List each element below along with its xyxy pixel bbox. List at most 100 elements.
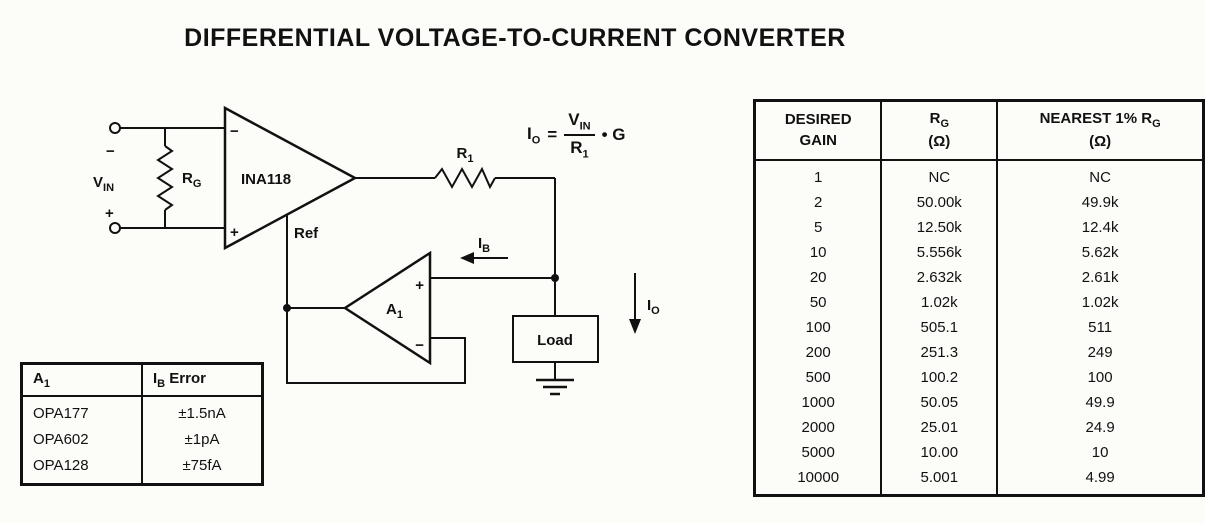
rg-cell: 50.00k <box>881 190 999 216</box>
error-table-header-a1: A1 <box>21 363 143 397</box>
formula-numerator: VIN <box>564 110 595 137</box>
gain-cell: 100 <box>754 315 883 341</box>
error-table-header-row: A1 IB Error <box>21 363 263 397</box>
gain-cell: 5000 <box>754 440 883 466</box>
io-label: IO <box>647 297 660 317</box>
ib-current-arrow <box>460 252 508 264</box>
gain-cell: 1 <box>754 160 883 191</box>
gain-cell: 5 <box>754 215 883 241</box>
rg-cell: 505.1 <box>881 315 999 341</box>
gain-cell: 2 <box>754 190 883 216</box>
gain-table-header-desired-gain: DESIRED GAIN <box>754 100 883 162</box>
amp-name-cell: OPA128 <box>21 453 143 485</box>
node-dot-ref <box>283 304 291 312</box>
formula-gain-term: • G <box>601 125 626 145</box>
nearest-rg-cell: 1.02k <box>1081 294 1119 312</box>
nearest-rg-cell: 2.61k <box>1081 269 1119 287</box>
terminal-minus-label: − <box>106 143 115 160</box>
a1-label: A1 <box>386 301 403 321</box>
gain-cell: 500 <box>754 365 883 391</box>
nearest-rg-cell: 5.62k <box>1081 244 1119 262</box>
a1-opamp <box>342 250 432 366</box>
ina118-amplifier <box>223 105 358 251</box>
error-table-row: OPA128 ±75fA <box>21 453 263 485</box>
ina118-input-plus: + <box>230 224 239 241</box>
input-terminal-top <box>109 122 121 134</box>
gain-cell: 2000 <box>754 415 883 441</box>
a1-input-minus: − <box>415 337 424 354</box>
rg-cell: 251.3 <box>881 340 999 366</box>
formula-equals: = <box>547 125 558 145</box>
io-current-arrow <box>629 273 641 334</box>
rg-cell: 2.632k <box>881 265 999 291</box>
ib-error-cell: ±1.5nA <box>178 405 226 422</box>
rg-cell: 50.05 <box>881 390 999 416</box>
error-table-row: OPA177 ±1.5nA <box>21 396 263 427</box>
terminal-plus-label: + <box>105 205 114 222</box>
rg-cell: 1.02k <box>881 290 999 316</box>
gain-table-header-row: DESIRED GAIN RG (Ω) NEAREST 1% RG (Ω) <box>754 100 1204 162</box>
error-table-row: OPA602 ±1pA <box>21 427 263 453</box>
rg-cell: 5.556k <box>881 240 999 266</box>
rg-resistor <box>156 145 174 211</box>
gain-table-header-rg: RG (Ω) <box>881 100 999 162</box>
nearest-rg-cell: 249 <box>1087 344 1113 362</box>
page-title: DIFFERENTIAL VOLTAGE-TO-CURRENT CONVERTE… <box>184 24 846 52</box>
formula-fraction: VIN R1 <box>564 110 595 161</box>
ref-pin-label: Ref <box>294 225 319 242</box>
rg-cell: 100.2 <box>881 365 999 391</box>
vin-label: VIN <box>93 174 114 194</box>
amp-name-cell: OPA177 <box>21 396 143 427</box>
load-box <box>512 315 599 363</box>
nearest-rg-cell: 10 <box>1091 444 1109 462</box>
ib-error-table: A1 IB Error OPA177 ±1.5nA OPA602 ±1pA OP… <box>20 362 264 486</box>
input-terminal-bottom <box>109 222 121 234</box>
gain-cell: 20 <box>754 265 883 291</box>
rg-cell: 25.01 <box>881 415 999 441</box>
gain-cell: 50 <box>754 290 883 316</box>
nearest-rg-cell: 49.9k <box>1081 194 1119 212</box>
gain-cell: 1000 <box>754 390 883 416</box>
amp-name-cell: OPA602 <box>21 427 143 453</box>
ib-label: IB <box>478 235 490 255</box>
gain-cell: 200 <box>754 340 883 366</box>
nearest-rg-cell: 12.4k <box>1081 219 1119 237</box>
circuit-wires <box>120 127 556 384</box>
nearest-rg-cell: 511 <box>1088 319 1113 337</box>
a1-input-plus: + <box>415 277 424 294</box>
ina118-label: INA118 <box>241 171 291 188</box>
ina118-input-minus: − <box>230 123 239 140</box>
error-table-header-ib-error: IB Error <box>142 363 263 397</box>
nearest-rg-cell: 24.9 <box>1085 419 1115 437</box>
ground-symbol <box>536 378 574 396</box>
circuit-diagram: − VIN + RG − + INA118 Ref R1 A1 + − IB I… <box>93 105 660 396</box>
load-label: Load <box>537 332 573 349</box>
ib-error-cell: ±1pA <box>184 431 220 448</box>
formula-denominator: R1 <box>570 138 589 161</box>
rg-label: RG <box>182 170 201 190</box>
gain-cell: 10000 <box>754 465 883 496</box>
rg-cell: 12.50k <box>881 215 999 241</box>
nearest-rg-cell: 49.9 <box>1085 394 1115 412</box>
rg-cell: 10.00 <box>881 440 999 466</box>
rg-cell: 5.001 <box>881 465 999 496</box>
nearest-rg-cell: NC <box>1089 169 1111 187</box>
r1-resistor <box>434 166 496 190</box>
r1-label: R1 <box>457 145 474 165</box>
ib-error-cell: ±75fA <box>182 457 222 474</box>
node-dot-output <box>551 274 559 282</box>
rg-cell: NC <box>881 160 999 191</box>
formula-io: IO <box>527 124 541 147</box>
